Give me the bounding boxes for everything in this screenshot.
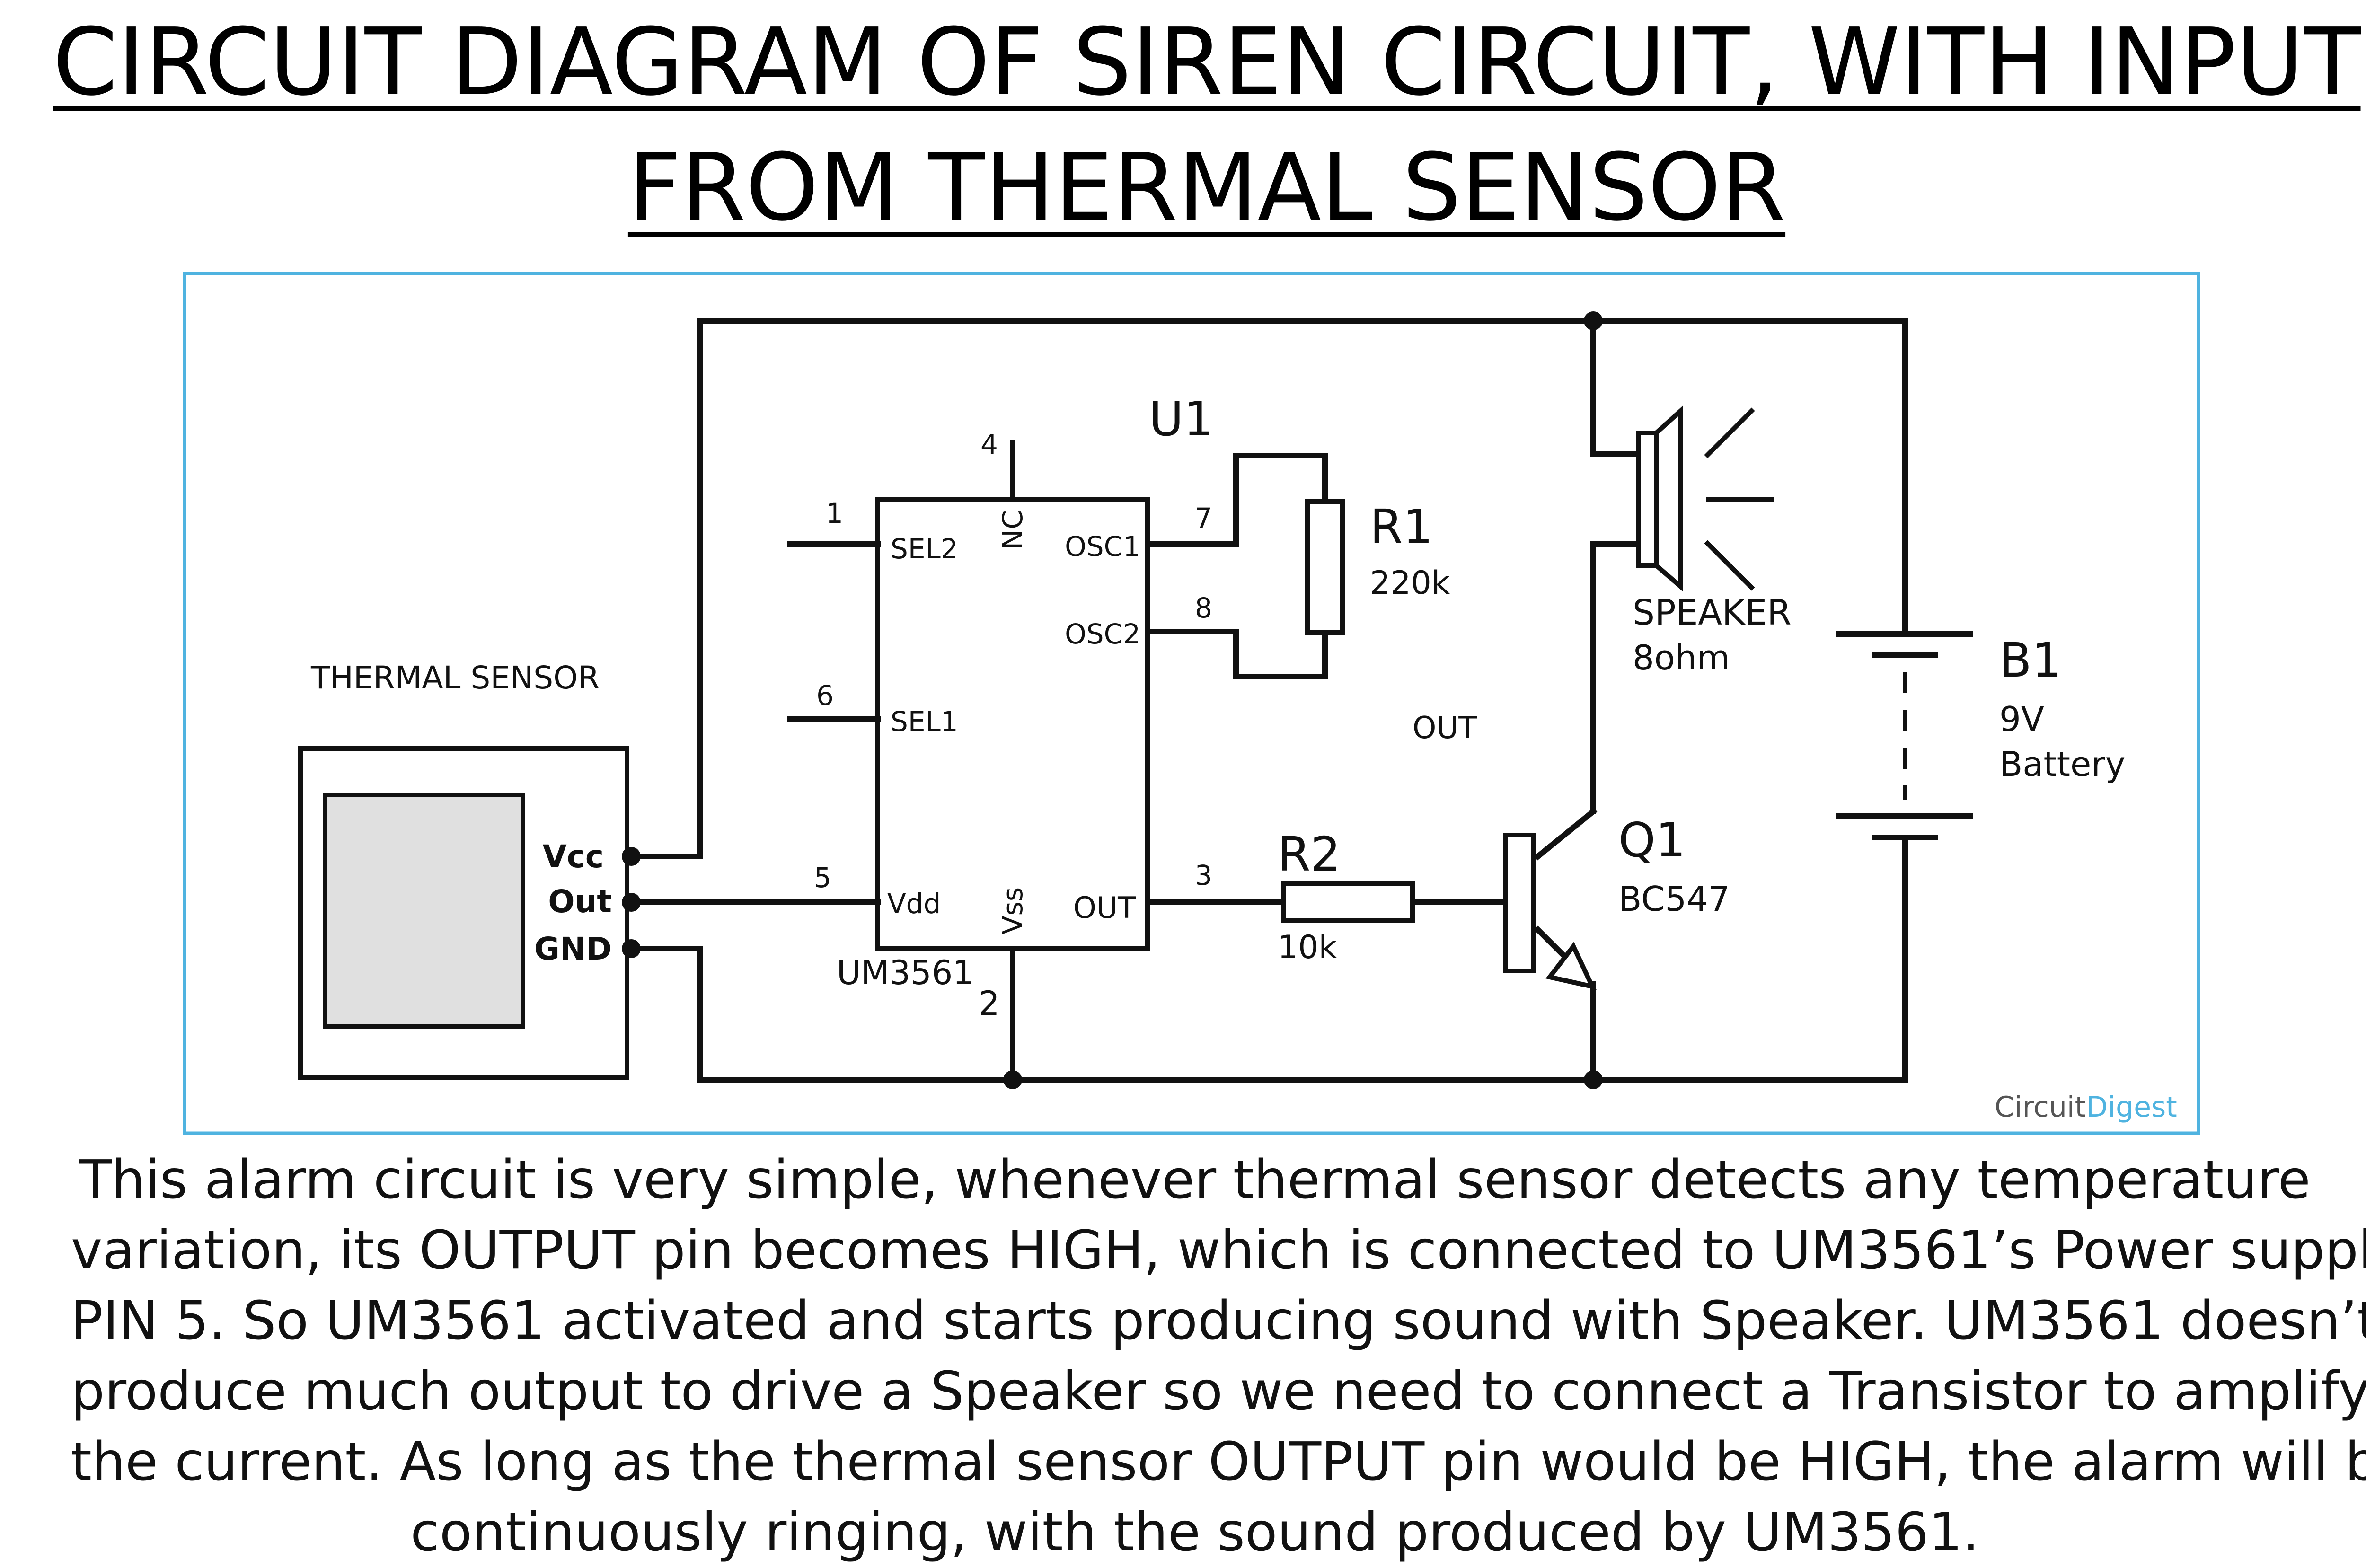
sensor-pin-vcc-dot	[622, 847, 641, 866]
sensor-pin-gnd-dot	[622, 939, 641, 958]
sensor-element	[323, 793, 525, 1029]
description-line-6: continuously ringing, with the sound pro…	[410, 1502, 1979, 1563]
sensor-pin-vcc-label: Vcc	[543, 838, 604, 875]
battery-ref: B1	[1999, 633, 2062, 688]
speaker-label: SPEAKER	[1633, 592, 1792, 633]
ic-body	[875, 497, 1150, 951]
ic-pin-sel1: SEL1	[891, 705, 958, 738]
ic-pin-out: OUT	[1073, 890, 1136, 925]
thermal-sensor	[298, 746, 641, 1080]
description-line-5: the current. As long as the thermal sens…	[71, 1431, 2366, 1493]
ic-pin-num-7: 7	[1195, 502, 1212, 534]
watermark-logo: CircuitDigest	[1995, 1091, 2177, 1124]
ic-pin-vss: Vss	[997, 887, 1029, 934]
page-title: CIRCUIT DIAGRAM OF SIREN CIRCUIT, WITH I…	[0, 0, 2366, 251]
ic-ref: U1	[1149, 391, 1214, 447]
description-line-4: produce much output to drive a Speaker s…	[71, 1361, 2366, 1422]
description-line-3: PIN 5. So UM3561 activated and starts pr…	[71, 1290, 2366, 1352]
ic-pin-num-2: 2	[979, 984, 1000, 1023]
battery-symbol	[1836, 631, 1973, 840]
battery-value: 9V	[1999, 699, 2044, 739]
description-line-2: variation, its OUTPUT pin becomes HIGH, …	[71, 1220, 2366, 1281]
sensor-pin-gnd-label: GND	[534, 931, 612, 967]
ic-pin-sel2: SEL2	[891, 533, 958, 565]
r2-resistor	[1281, 881, 1415, 923]
ic-pin-osc2: OSC2	[1065, 618, 1140, 650]
title-line-2: FROM THERMAL SENSOR	[627, 134, 1786, 242]
title-line-1: CIRCUIT DIAGRAM OF SIREN CIRCUIT, WITH I…	[53, 9, 2361, 116]
watermark-part2: Digest	[2086, 1091, 2177, 1124]
speaker-value: 8ohm	[1633, 638, 1730, 678]
transistor-part: BC547	[1618, 879, 1730, 919]
ic-pin-num-4: 4	[980, 429, 998, 461]
r2-ref: R2	[1278, 827, 1341, 882]
r1-ref: R1	[1370, 499, 1433, 555]
ic-pin-num-6: 6	[816, 679, 834, 712]
r1-resistor	[1305, 499, 1345, 635]
ic-pin-nc: NC	[997, 510, 1029, 550]
ic-pin-osc1: OSC1	[1065, 530, 1140, 563]
junction-dots	[1003, 311, 1603, 1089]
ic-pin-num-3: 3	[1195, 859, 1212, 891]
wires	[628, 318, 1908, 1083]
r1-value: 220k	[1370, 564, 1450, 602]
r2-value: 10k	[1278, 929, 1338, 966]
description: This alarm circuit is very simple, whene…	[71, 1145, 2366, 1568]
ic-pin-vdd: Vdd	[887, 888, 941, 920]
speaker-symbol	[1636, 405, 1774, 592]
battery-type: Battery	[1999, 744, 2125, 784]
sensor-label: THERMAL SENSOR	[310, 660, 600, 696]
out-label: OUT	[1413, 711, 1477, 746]
ic-pin-num-1: 1	[826, 497, 843, 529]
transistor-ref: Q1	[1618, 812, 1686, 868]
sensor-pin-out-label: Out	[548, 883, 612, 920]
description-line-1: This alarm circuit is very simple, whene…	[79, 1149, 2311, 1211]
watermark-part1: Circuit	[1995, 1091, 2086, 1124]
ic-pin-num-5: 5	[814, 862, 831, 894]
sensor-pin-out-dot	[622, 893, 641, 912]
transistor-symbol	[1503, 833, 1597, 990]
ic-part: UM3561	[837, 953, 974, 992]
ic-pin-num-8: 8	[1195, 592, 1212, 624]
